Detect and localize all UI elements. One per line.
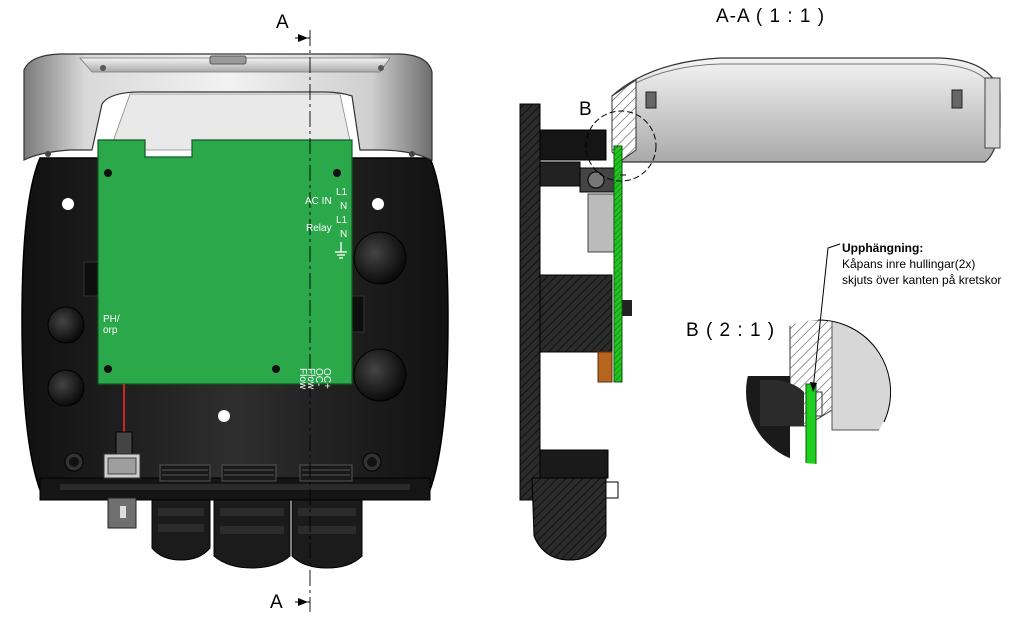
pcb-label-relay: Relay bbox=[306, 223, 332, 234]
section-view-title: A-A ( 1 : 1 ) bbox=[716, 6, 826, 27]
mount-hole-right bbox=[372, 198, 384, 210]
section-view-a-a bbox=[519, 57, 1001, 561]
silver-cover bbox=[23, 53, 433, 161]
detail-circle-b bbox=[585, 110, 657, 182]
callout-line-2: skjuts över kanten på kretskor bbox=[842, 273, 1002, 287]
pcb-label-flow-2: Flow bbox=[297, 368, 308, 390]
callout-leader bbox=[812, 243, 841, 391]
detail-view-b bbox=[746, 243, 891, 464]
callout-title: Upphängning: bbox=[842, 241, 924, 255]
pcb-label-orp: orp bbox=[103, 325, 118, 336]
mount-hole-bottom bbox=[218, 410, 230, 422]
section-back-plate bbox=[519, 103, 541, 501]
detail-pcb bbox=[805, 383, 817, 464]
pcb-label-l1-b: L1 bbox=[336, 215, 348, 226]
pcb-label-l1-a: L1 bbox=[336, 187, 348, 198]
pcb-label-n-b: N bbox=[340, 229, 348, 240]
front-view bbox=[21, 30, 449, 612]
knockout-right-top bbox=[353, 231, 407, 285]
pcb-label-ph: PH/ bbox=[103, 314, 120, 325]
sensor-cable bbox=[103, 384, 141, 529]
detail-marker-label: B bbox=[579, 99, 593, 120]
section-cable-gland bbox=[531, 477, 607, 561]
ground-symbol bbox=[335, 242, 347, 259]
callout-line-1: Kåpans inre hullingar(2x) bbox=[842, 257, 976, 271]
knockout-left-bottom bbox=[47, 369, 85, 407]
mount-hole-left bbox=[62, 198, 74, 210]
section-cut-label-bottom: A bbox=[270, 592, 284, 613]
pcb-board bbox=[97, 139, 353, 385]
knockout-left-top bbox=[47, 306, 85, 344]
cable-glands bbox=[151, 499, 363, 569]
knockout-right-bottom bbox=[353, 348, 407, 402]
pcb-label-ac-in: AC IN bbox=[305, 196, 332, 207]
section-terminal-block bbox=[539, 274, 613, 353]
vent-grilles bbox=[159, 464, 353, 482]
section-cut-label-top: A bbox=[276, 12, 290, 33]
pcb-label-n-a: N bbox=[340, 201, 348, 212]
section-cover bbox=[611, 57, 1001, 163]
section-pcb bbox=[613, 145, 623, 383]
detail-view-title: B ( 2 : 1 ) bbox=[686, 320, 776, 341]
